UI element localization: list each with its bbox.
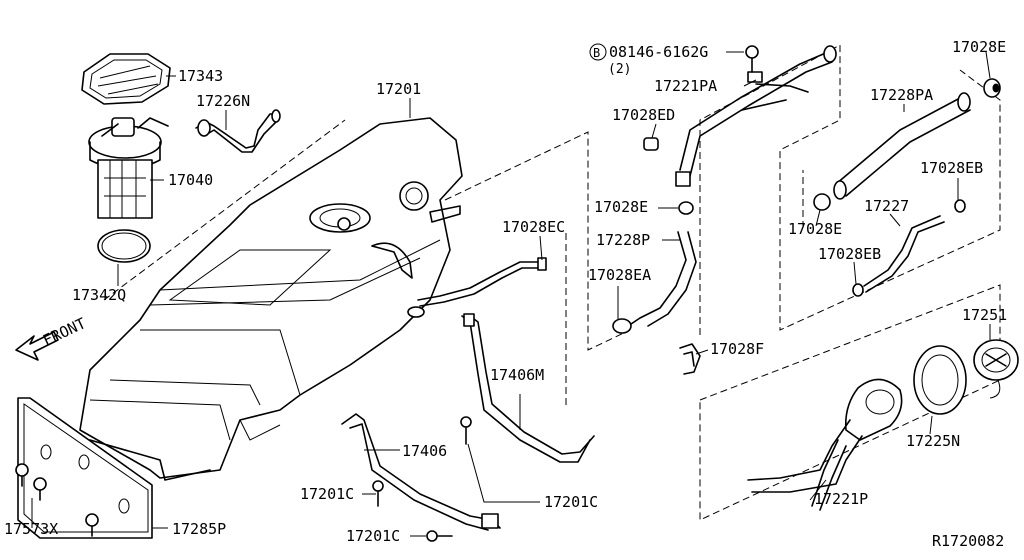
hose-17226N bbox=[195, 109, 281, 153]
label-17225N: 17225N bbox=[906, 432, 960, 450]
bolt-circle-marker bbox=[589, 43, 607, 61]
label-17573X: 17573X bbox=[4, 520, 58, 538]
label-bolt-circle: B bbox=[593, 46, 600, 60]
filler-neck-17221P bbox=[747, 378, 903, 511]
label-17040: 17040 bbox=[168, 171, 213, 189]
clamp-17028EB-b bbox=[852, 283, 864, 297]
label-17227: 17227 bbox=[864, 197, 909, 215]
label-17406M: 17406M bbox=[490, 366, 544, 384]
label-17201C-b: 17201C bbox=[544, 493, 598, 511]
label-17406: 17406 bbox=[402, 442, 447, 460]
clamp-17028E-c bbox=[983, 78, 1001, 98]
protector-17285P bbox=[17, 397, 153, 539]
filler-tube-17221PA bbox=[679, 45, 837, 177]
label-17028ED: 17028ED bbox=[612, 106, 675, 124]
label-17285P: 17285P bbox=[172, 520, 226, 538]
strap-17406M bbox=[461, 313, 595, 463]
clamp-17028E-a bbox=[678, 201, 694, 215]
hose-17228PA bbox=[833, 92, 971, 200]
label-17343: 17343 bbox=[178, 67, 223, 85]
fuel-pump-17040 bbox=[88, 117, 169, 219]
label-17201C-a: 17201C bbox=[300, 485, 354, 503]
label-bolt-qty: (2) bbox=[608, 62, 631, 77]
label-17028EB-b: 17028EB bbox=[818, 245, 881, 263]
bolts-17201C bbox=[372, 416, 472, 542]
leader-lines bbox=[31, 51, 991, 537]
label-17201: 17201 bbox=[376, 80, 421, 98]
label-17028EB-a: 17028EB bbox=[920, 159, 983, 177]
hose-17228P bbox=[627, 171, 697, 327]
label-17201C-c: 17201C bbox=[346, 527, 400, 545]
label-17251: 17251 bbox=[962, 306, 1007, 324]
part-labels: 17343 17226N 17040 17342Q 17201 17028EC … bbox=[4, 38, 1007, 550]
gasket-17342Q bbox=[97, 229, 151, 263]
label-17028EA: 17028EA bbox=[588, 266, 651, 284]
fuel-tank-17201 bbox=[79, 117, 463, 481]
label-17228PA: 17228PA bbox=[870, 86, 933, 104]
clips-17573X bbox=[15, 463, 99, 537]
lock-ring-17343 bbox=[81, 53, 171, 105]
label-17226N: 17226N bbox=[196, 92, 250, 110]
filler-ring-17225N bbox=[913, 345, 967, 415]
clamp-17028EB-a bbox=[954, 199, 966, 213]
label-17028EC: 17028EC bbox=[502, 218, 565, 236]
clamp-17028ED bbox=[643, 137, 659, 151]
clamp-17028EA bbox=[612, 318, 632, 334]
label-17028E-c: 17028E bbox=[952, 38, 1006, 56]
clamp-17028E-b bbox=[813, 193, 831, 211]
diagram-reference-number: R1720082 bbox=[932, 532, 1004, 550]
vent-tube-17227 bbox=[863, 215, 945, 293]
label-front: FRONT bbox=[40, 314, 89, 349]
front-direction-arrow bbox=[15, 331, 59, 361]
label-08146-6162G: 08146-6162G bbox=[609, 43, 708, 61]
label-17221P: 17221P bbox=[814, 490, 868, 508]
clamp-17028F bbox=[679, 343, 701, 375]
fuel-cap-17251 bbox=[973, 339, 1019, 399]
label-17028E-b: 17028E bbox=[788, 220, 842, 238]
label-17221PA: 17221PA bbox=[654, 77, 717, 95]
label-17342Q: 17342Q bbox=[72, 286, 126, 304]
label-17228P: 17228P bbox=[596, 231, 650, 249]
strap-17406 bbox=[341, 413, 501, 531]
label-17028E-a: 17028E bbox=[594, 198, 648, 216]
label-17028F: 17028F bbox=[710, 340, 764, 358]
